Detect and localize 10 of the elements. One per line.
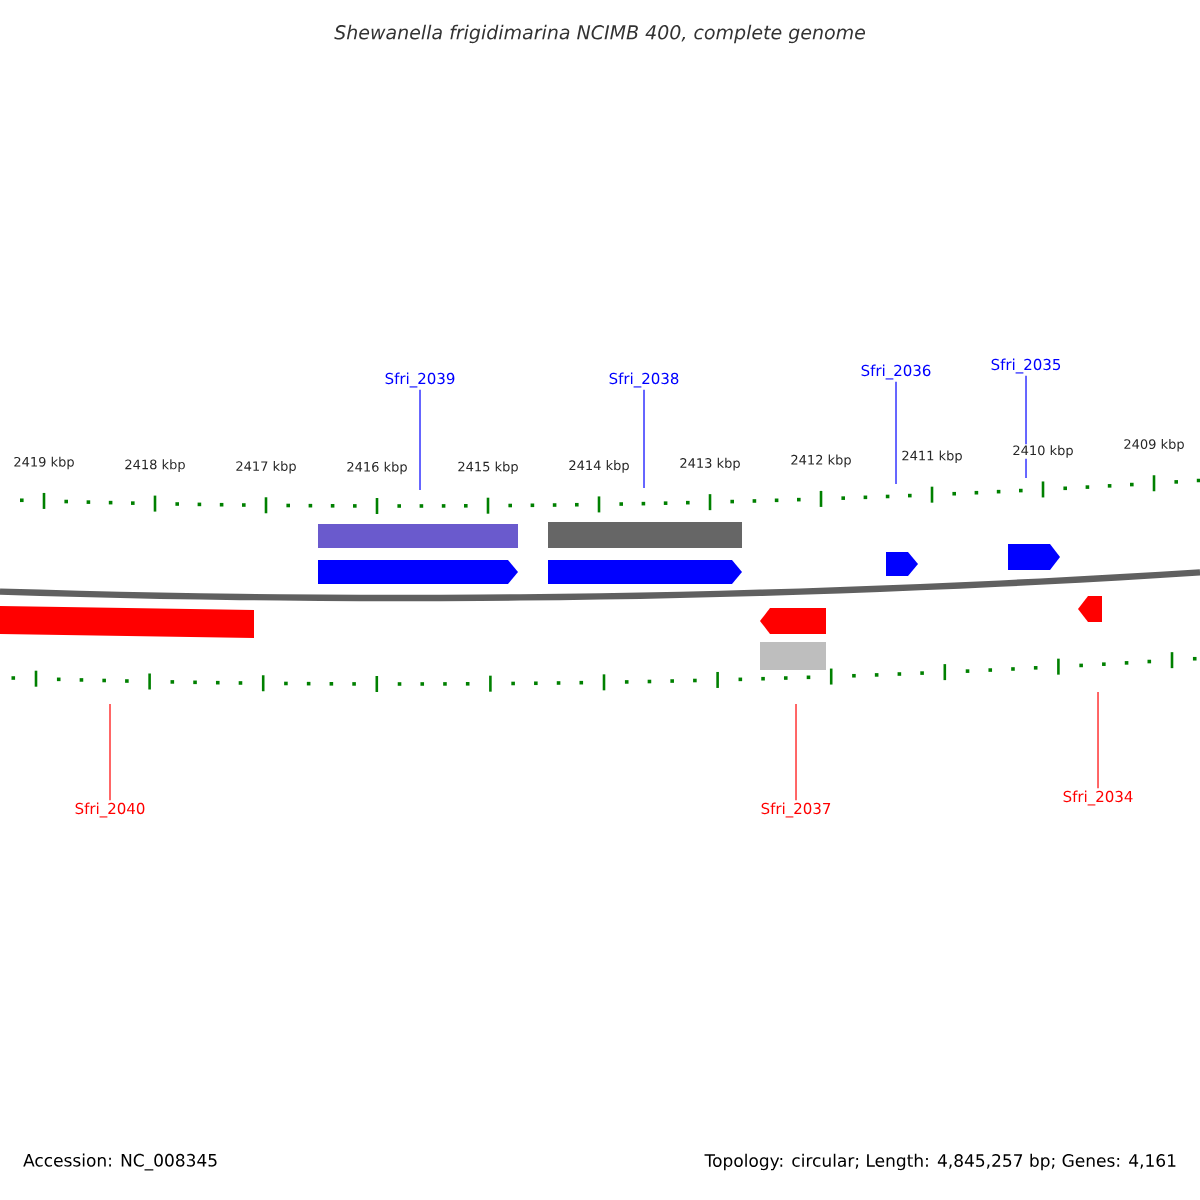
- leader-line: [419, 389, 421, 491]
- leader-line: [795, 703, 797, 801]
- info-text: Topology: circular; Length: 4,845,257 bp; Genes: 4,161: [704, 1153, 1176, 1171]
- info-text: Accession: NC_008345: [23, 1153, 217, 1171]
- leader-line: [1097, 691, 1099, 789]
- leader-line: [643, 389, 645, 489]
- leader-line: [895, 381, 897, 485]
- title: Shewanella frigidimarina NCIMB 400, complete genome: [334, 24, 866, 44]
- leader-line: [109, 703, 111, 801]
- leader-line: [1025, 375, 1027, 479]
